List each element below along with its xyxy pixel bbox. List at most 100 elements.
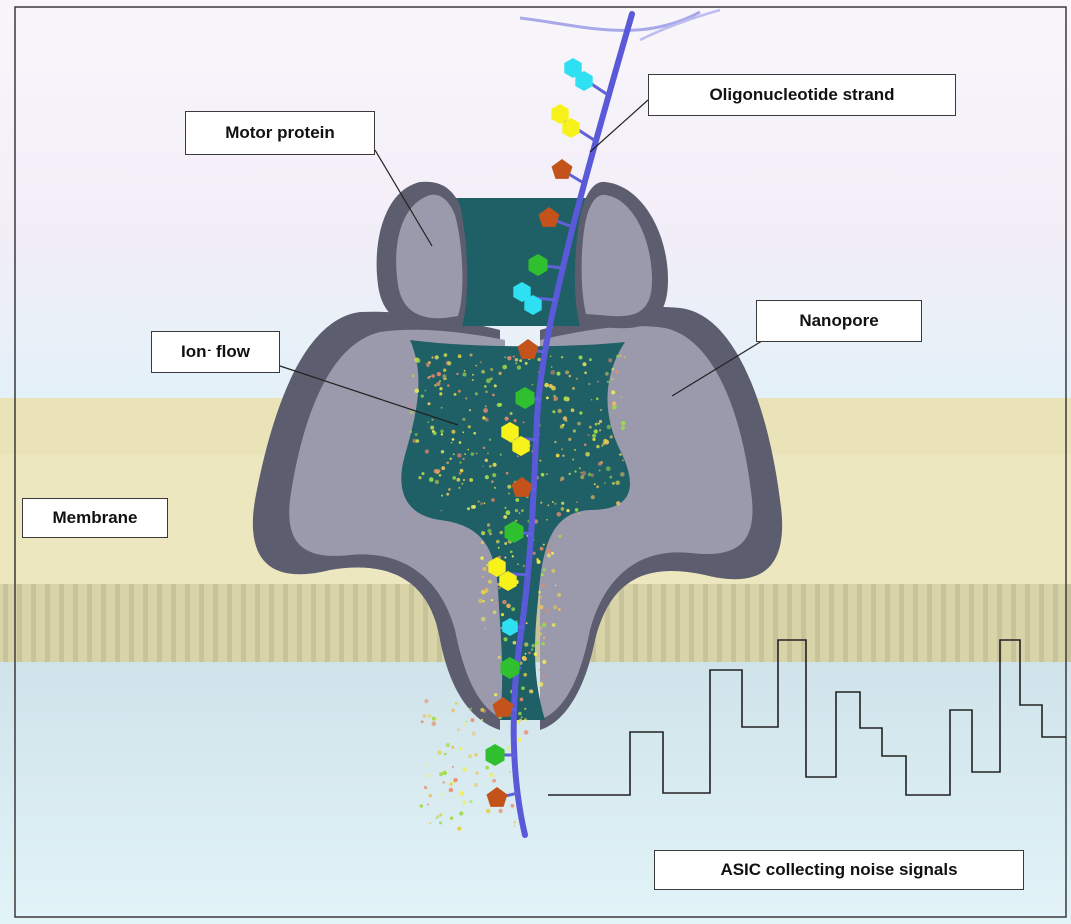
ion-particle <box>453 453 455 455</box>
ion-particle <box>502 365 507 370</box>
ion-particle <box>470 800 473 803</box>
ion-particle <box>498 809 502 813</box>
ion-particle <box>421 395 424 398</box>
ion-particle <box>611 378 614 381</box>
ion-particle <box>505 417 509 421</box>
ion-particle <box>534 652 537 655</box>
ion-particle <box>475 365 477 367</box>
ion-particle <box>557 372 561 376</box>
ion-particle <box>524 718 527 721</box>
ion-particle <box>431 356 433 358</box>
ion-particle <box>539 605 543 609</box>
ion-particle <box>424 699 428 703</box>
ion-particle <box>439 772 443 776</box>
ion-particle <box>455 702 458 705</box>
ion-particle <box>413 513 415 515</box>
ion-particle <box>459 461 461 463</box>
ion-particle <box>472 374 474 376</box>
ion-particle <box>594 429 598 433</box>
ion-particle <box>621 396 623 398</box>
ion-particle <box>523 565 525 567</box>
ion-particle <box>485 628 487 630</box>
ion-particle <box>515 358 518 361</box>
ion-particle <box>441 450 444 453</box>
ion-particle <box>518 712 522 716</box>
ion-particle <box>541 584 545 588</box>
ion-particle <box>468 754 472 758</box>
ion-particle <box>583 362 587 366</box>
ion-particle <box>427 774 430 777</box>
ion-particle <box>561 507 565 511</box>
ion-particle <box>517 738 521 742</box>
ion-particle <box>474 783 478 787</box>
ion-particle <box>424 786 427 789</box>
ion-particle <box>573 429 576 432</box>
ion-particle <box>452 438 455 441</box>
ion-particle <box>592 438 595 441</box>
ion-particle <box>496 540 500 544</box>
ion-particle <box>482 600 485 603</box>
ion-particle <box>588 434 590 436</box>
ion-particle <box>494 487 496 489</box>
ion-particle <box>484 385 487 388</box>
ion-particle <box>451 442 453 444</box>
ion-particle <box>619 453 621 455</box>
ion-particle <box>432 721 437 726</box>
ion-particle <box>420 804 424 808</box>
ion-particle <box>591 495 595 499</box>
ion-particle <box>486 378 491 383</box>
ion-particle <box>440 510 442 512</box>
ion-particle <box>440 430 444 434</box>
ion-particle <box>514 821 516 823</box>
ion-particle <box>612 406 616 410</box>
ion-particle <box>551 552 554 555</box>
ion-particle <box>439 392 442 395</box>
ion-particle <box>424 390 426 392</box>
ion-particle <box>466 721 468 723</box>
ion-particle <box>558 535 561 538</box>
ion-particle <box>562 424 564 426</box>
ion-particle <box>585 452 590 457</box>
ion-particle <box>429 477 434 482</box>
ion-particle <box>552 501 554 503</box>
ion-particle <box>441 407 443 409</box>
ion-particle <box>515 498 519 502</box>
ion-particle <box>444 753 447 756</box>
ion-particle <box>547 504 549 506</box>
ion-particle <box>504 557 506 559</box>
ion-particle <box>579 356 583 360</box>
ion-particle <box>546 397 549 400</box>
ion-particle <box>616 355 619 358</box>
ion-particle <box>475 771 479 775</box>
ion-particle <box>486 809 490 813</box>
ion-particle <box>491 498 495 502</box>
membrane-text: Membrane <box>52 508 137 528</box>
ion-particle <box>478 500 480 502</box>
ion-particle <box>441 793 444 796</box>
ion-particle <box>540 502 542 504</box>
ion-particle <box>576 501 578 503</box>
ion-particle <box>525 653 527 655</box>
ion-particle <box>535 641 538 644</box>
ion-particle <box>489 533 492 536</box>
ion-particle <box>409 430 412 433</box>
ion-particle <box>480 502 483 505</box>
nanopore-label: Nanopore <box>756 300 922 342</box>
ion-particle <box>519 359 522 362</box>
ion-particle <box>624 357 626 359</box>
ion-particle <box>574 449 576 451</box>
ion-particle <box>550 355 552 357</box>
ion-particle <box>441 433 443 435</box>
ion-particle <box>539 460 541 462</box>
ion-particle <box>457 827 461 831</box>
ion-particle <box>498 547 500 549</box>
ion-particle <box>599 429 601 431</box>
ion-particle <box>450 783 453 786</box>
ion-particle <box>481 617 486 622</box>
ion-particle <box>435 718 438 721</box>
ion-particle <box>509 771 511 773</box>
ion-particle <box>568 438 571 441</box>
ion-particle <box>501 613 504 616</box>
ion-particle <box>622 459 624 461</box>
ion-particle <box>459 791 464 796</box>
